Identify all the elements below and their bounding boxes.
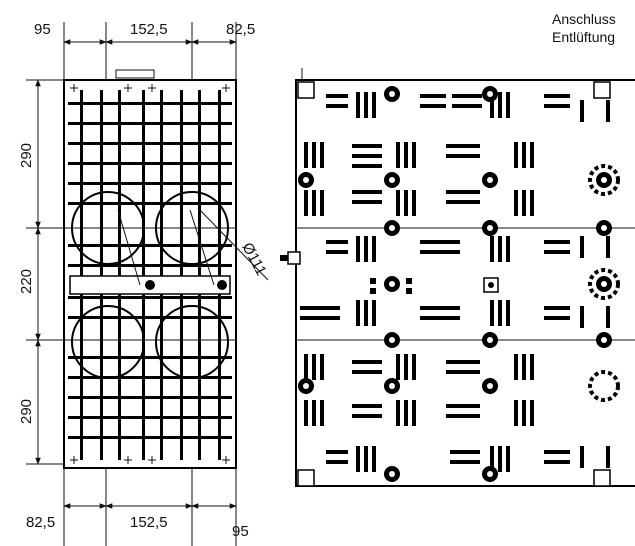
left-view-panel [63, 69, 237, 469]
top-dim-1: 95 [34, 21, 51, 38]
top-dimension-line [63, 22, 237, 80]
left-dim-3: 290 [18, 399, 35, 424]
note-line-2: Entlüftung [552, 29, 615, 45]
diameter-leader [197, 207, 269, 281]
note-line-1: Anschluss [552, 11, 616, 27]
vent-rosettes [588, 164, 620, 402]
top-dim-2: 152,5 [130, 21, 168, 38]
bottom-dim-3: 95 [232, 523, 249, 540]
right-view-panel [280, 68, 635, 487]
diameter-label: Ø111 [238, 240, 269, 278]
left-dimension-line [26, 79, 64, 465]
left-dim-1: 290 [18, 143, 35, 168]
bottom-dim-2: 152,5 [130, 514, 168, 531]
mounting-holes [298, 86, 612, 482]
top-dim-3: 82,5 [226, 21, 255, 38]
bottom-dimension-line [63, 468, 237, 546]
left-dim-2: 220 [18, 269, 35, 294]
bottom-dim-1: 82,5 [26, 514, 55, 531]
